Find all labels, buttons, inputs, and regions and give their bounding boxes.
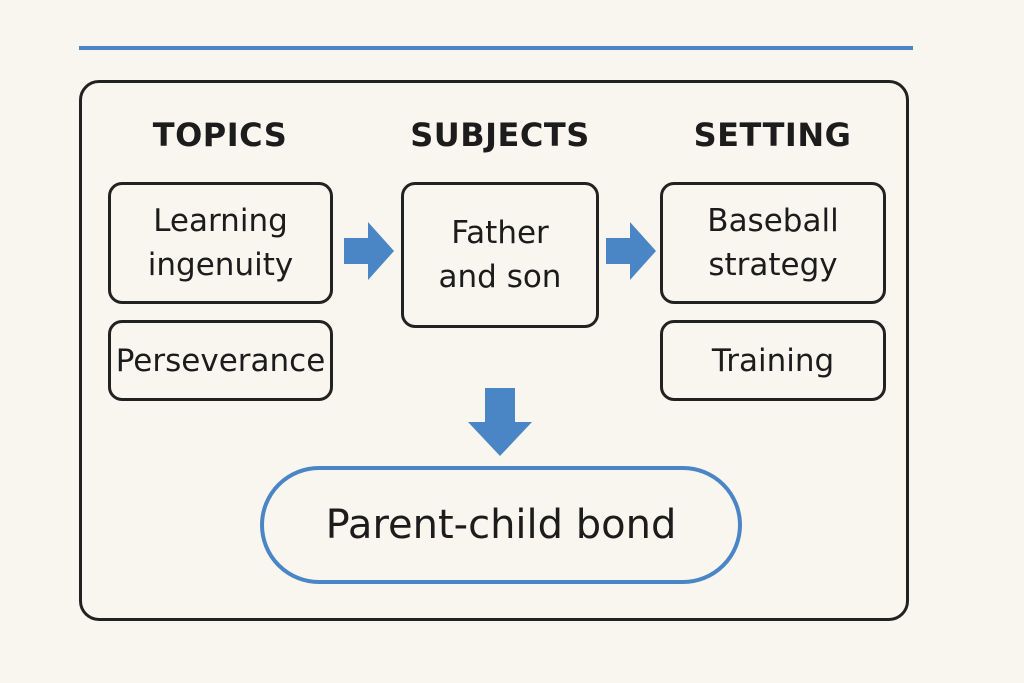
down-arrow-icon bbox=[468, 388, 532, 456]
heading-topics: TOPICS bbox=[152, 116, 288, 154]
setting-box-training: Training bbox=[660, 320, 886, 401]
subject-box-father-and-son: Father and son bbox=[401, 182, 599, 328]
setting-box-baseball-strategy: Baseball strategy bbox=[660, 182, 886, 304]
diagram-frame bbox=[79, 80, 909, 621]
heading-subjects: SUBJECTS bbox=[410, 116, 590, 154]
heading-setting: SETTING bbox=[693, 116, 852, 154]
result-label: Parent-child bond bbox=[325, 502, 677, 548]
topic-box-learning-ingenuity: Learning ingenuity bbox=[108, 182, 333, 304]
topic-box-perseverance: Perseverance bbox=[108, 320, 333, 401]
right-arrow-icon bbox=[344, 222, 394, 280]
result-pill-parent-child-bond: Parent-child bond bbox=[260, 466, 742, 584]
right-arrow-icon bbox=[606, 222, 656, 280]
top-rule bbox=[79, 46, 913, 50]
